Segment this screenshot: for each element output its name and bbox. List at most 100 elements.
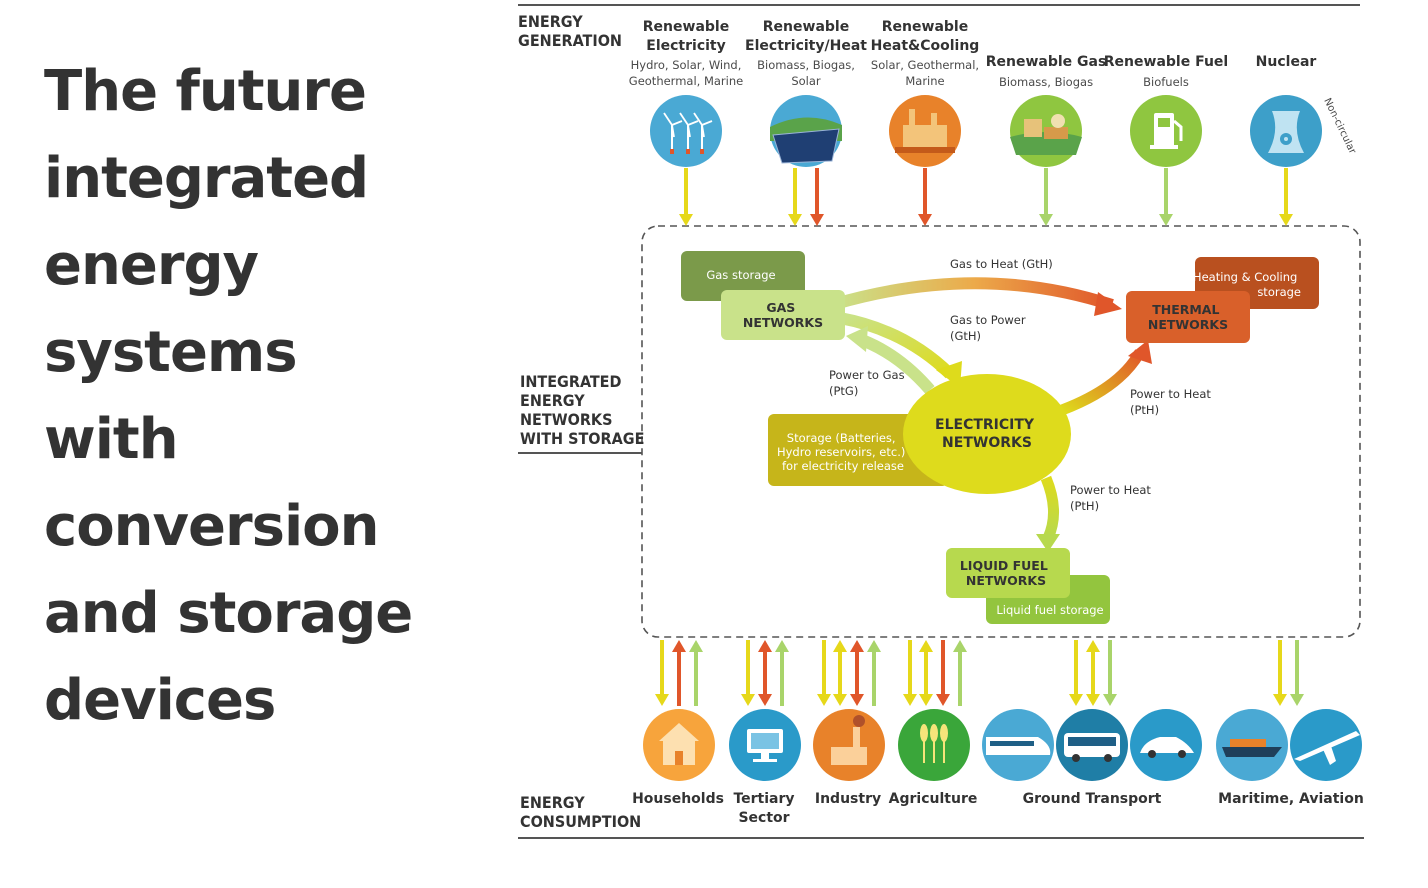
consumption-label: Ground Transport bbox=[1023, 791, 1162, 807]
electricity-networks-node bbox=[903, 374, 1071, 494]
gas-networks-label: GAS NETWORKS bbox=[743, 300, 823, 330]
gas-to-power-arrow bbox=[838, 312, 955, 379]
biogas-plant-icon bbox=[1010, 95, 1082, 167]
wheat-icon bbox=[898, 709, 970, 781]
power-to-gas-arrowhead bbox=[846, 326, 868, 352]
generation-title: Nuclear bbox=[1256, 54, 1317, 70]
consumption-arrow-2 bbox=[817, 640, 831, 706]
consumption-arrow-2 bbox=[867, 640, 881, 706]
nuclear-cooling-tower-icon bbox=[1250, 95, 1322, 167]
consumption-arrow-1 bbox=[775, 640, 789, 706]
power-to-heat-arrow bbox=[1060, 349, 1145, 416]
gas-networks-box bbox=[721, 290, 845, 340]
consumption-sector-5: Maritime, Aviation bbox=[1216, 709, 1364, 807]
generation-subtitle: Hydro, Solar, Wind,Geothermal, Marine bbox=[629, 58, 743, 88]
integrated-networks-frame bbox=[641, 225, 1361, 638]
consumption-arrows bbox=[655, 640, 1304, 706]
house-icon bbox=[643, 709, 715, 781]
gas-to-power-label: Gas to Power (GtH) bbox=[950, 313, 1029, 343]
consumption-label: Agriculture bbox=[889, 791, 978, 807]
consumption-arrow-4 bbox=[1086, 640, 1100, 706]
consumption-arrow-5 bbox=[1290, 640, 1304, 706]
power-to-heat-label: Power to Heat (PtH) bbox=[1130, 387, 1215, 417]
generation-arrow bbox=[679, 168, 693, 226]
consumption-sector-3: Agriculture bbox=[889, 709, 978, 807]
gas-to-heat-arrowhead bbox=[1094, 292, 1122, 316]
thermal-networks-label: THERMAL NETWORKS bbox=[1148, 302, 1228, 332]
power-to-heat-arrowhead bbox=[1128, 340, 1152, 364]
generation-subtitle: Biomass, Biogas,Solar bbox=[757, 58, 855, 88]
consumption-arrow-4 bbox=[1103, 640, 1117, 706]
train-bus-car-icon bbox=[982, 709, 1202, 781]
generation-arrow bbox=[1039, 168, 1053, 226]
liquid-storage-label: Liquid fuel storage bbox=[996, 603, 1103, 617]
consumption-arrow-3 bbox=[903, 640, 917, 706]
electricity-networks-label: ELECTRICITY NETWORKS bbox=[935, 417, 1039, 451]
thermal-storage-label: Heating & Cooling storage bbox=[1193, 270, 1301, 299]
electricity-storage-label: Storage (Batteries, Hydro reservoirs, et… bbox=[777, 431, 909, 473]
section-label-consumption: ENERGY CONSUMPTION bbox=[520, 793, 641, 831]
generation-title: Renewable Gas bbox=[986, 54, 1107, 70]
gas-to-heat-label: Gas to Heat (GtH) bbox=[950, 257, 1053, 271]
consumption-label: Industry bbox=[815, 791, 881, 807]
section-label-integrated: INTEGRATED ENERGY NETWORKS WITH STORAGE bbox=[520, 372, 644, 448]
generation-arrow bbox=[788, 168, 802, 226]
electricity-storage-box bbox=[768, 414, 948, 486]
consumption-arrow-0 bbox=[672, 640, 686, 706]
ship-plane-icon bbox=[1216, 709, 1362, 781]
generation-subtitle: Biofuels bbox=[1143, 75, 1189, 89]
power-to-gas-arrow bbox=[859, 334, 935, 394]
consumption-arrow-1 bbox=[758, 640, 772, 706]
power-to-heat-down-arrowhead bbox=[1036, 534, 1060, 552]
consumption-arrow-2 bbox=[833, 640, 847, 706]
heat-plant-icon bbox=[889, 95, 961, 167]
factory-icon bbox=[813, 709, 885, 781]
gas-to-heat-arrow bbox=[833, 277, 1114, 311]
consumption-sector-4: Ground Transport bbox=[982, 709, 1202, 807]
generation-subtitle: Biomass, Biogas bbox=[999, 75, 1093, 89]
consumption-arrow-3 bbox=[953, 640, 967, 706]
solar-panel-icon bbox=[770, 95, 842, 167]
thermal-networks-box bbox=[1126, 291, 1250, 343]
generation-title: Renewable Fuel bbox=[1104, 54, 1228, 70]
consumption-arrow-3 bbox=[936, 640, 950, 706]
consumption-label: Maritime, Aviation bbox=[1218, 791, 1364, 807]
generation-subtitle: Solar, Geothermal,Marine bbox=[871, 58, 979, 88]
power-to-heat-down-arrow bbox=[1040, 475, 1059, 541]
slide-title: The future integrated energy systems wit… bbox=[44, 59, 413, 733]
fuel-pump-icon bbox=[1130, 95, 1202, 167]
generation-arrow bbox=[1159, 168, 1173, 226]
consumption-arrow-0 bbox=[689, 640, 703, 706]
liquid-fuel-networks-label: LIQUID FUEL NETWORKS bbox=[960, 558, 1052, 588]
consumption-arrow-5 bbox=[1273, 640, 1287, 706]
consumption-arrow-0 bbox=[655, 640, 669, 706]
monitor-icon bbox=[729, 709, 801, 781]
consumption-sector-2: Industry bbox=[813, 709, 885, 807]
liquid-fuel-networks-box bbox=[946, 548, 1070, 598]
consumption-arrow-3 bbox=[919, 640, 933, 706]
consumption-arrow-1 bbox=[741, 640, 755, 706]
generation-arrow bbox=[1279, 168, 1293, 226]
gas-storage-label: Gas storage bbox=[706, 268, 775, 282]
consumption-label: Households bbox=[632, 791, 724, 807]
consumption-sector-0: Households bbox=[632, 709, 724, 807]
wind-turbine-icon bbox=[650, 95, 722, 167]
non-circular-tag: Non-circular bbox=[1321, 96, 1358, 156]
section-label-generation: ENERGY GENERATION bbox=[518, 12, 622, 50]
generation-arrow bbox=[810, 168, 824, 226]
consumption-arrow-4 bbox=[1069, 640, 1083, 706]
power-to-heat-down-label: Power to Heat (PtH) bbox=[1070, 483, 1155, 513]
